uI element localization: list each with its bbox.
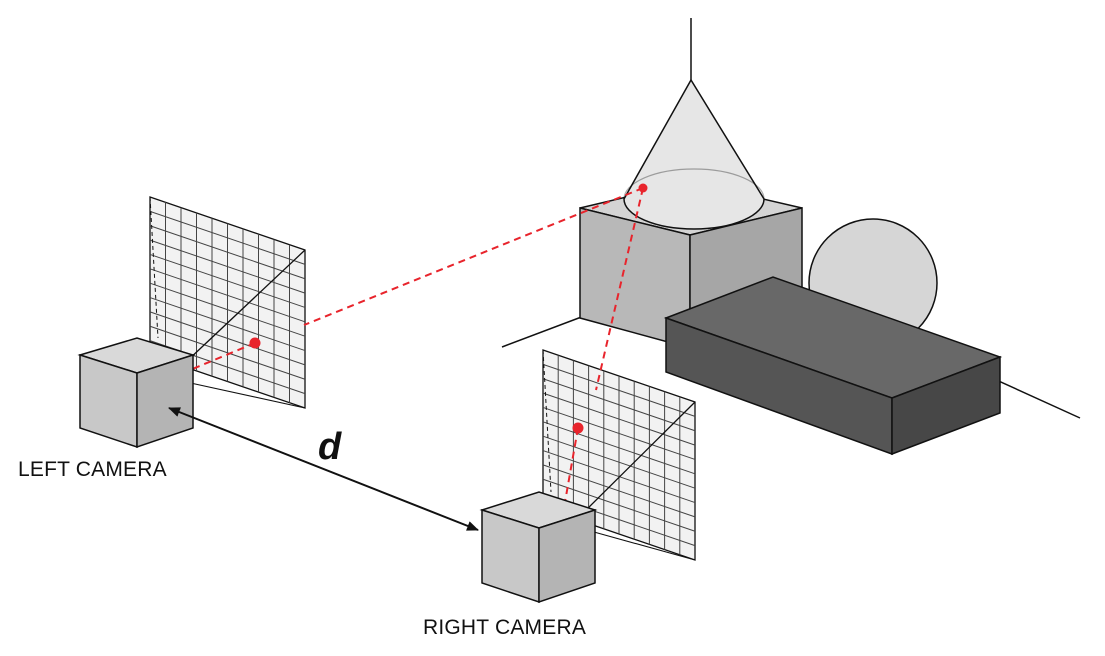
grid-line	[542, 392, 696, 446]
grid-line	[149, 210, 306, 265]
left-projected-point	[249, 337, 261, 349]
grid-line	[542, 406, 696, 460]
cone-object	[623, 78, 765, 230]
grid-line	[149, 225, 306, 280]
projection-rays	[189, 187, 644, 503]
right-camera-icon	[479, 491, 598, 604]
right-projected-point	[572, 422, 584, 434]
grid-line	[149, 311, 306, 366]
grid-line	[149, 297, 306, 352]
grid-line	[149, 325, 306, 380]
right-camera-label: RIGHT CAMERA	[423, 616, 587, 639]
baseline-label: d	[318, 426, 342, 468]
left-camera-icon	[77, 337, 196, 449]
dark-box-object	[663, 276, 1003, 456]
double-headed-arrow-icon	[168, 407, 479, 531]
grid-line	[149, 253, 306, 308]
grid-line	[149, 239, 306, 294]
grid-line	[149, 268, 306, 323]
grid-line	[149, 282, 306, 337]
world-point	[638, 183, 648, 193]
grid-line	[542, 464, 696, 518]
ground-line	[501, 312, 1081, 419]
grid-line	[542, 435, 696, 489]
grid-line	[542, 363, 696, 417]
left-camera-label: LEFT CAMERA	[18, 458, 167, 481]
grid-line	[542, 421, 696, 475]
grid-line	[542, 378, 696, 432]
